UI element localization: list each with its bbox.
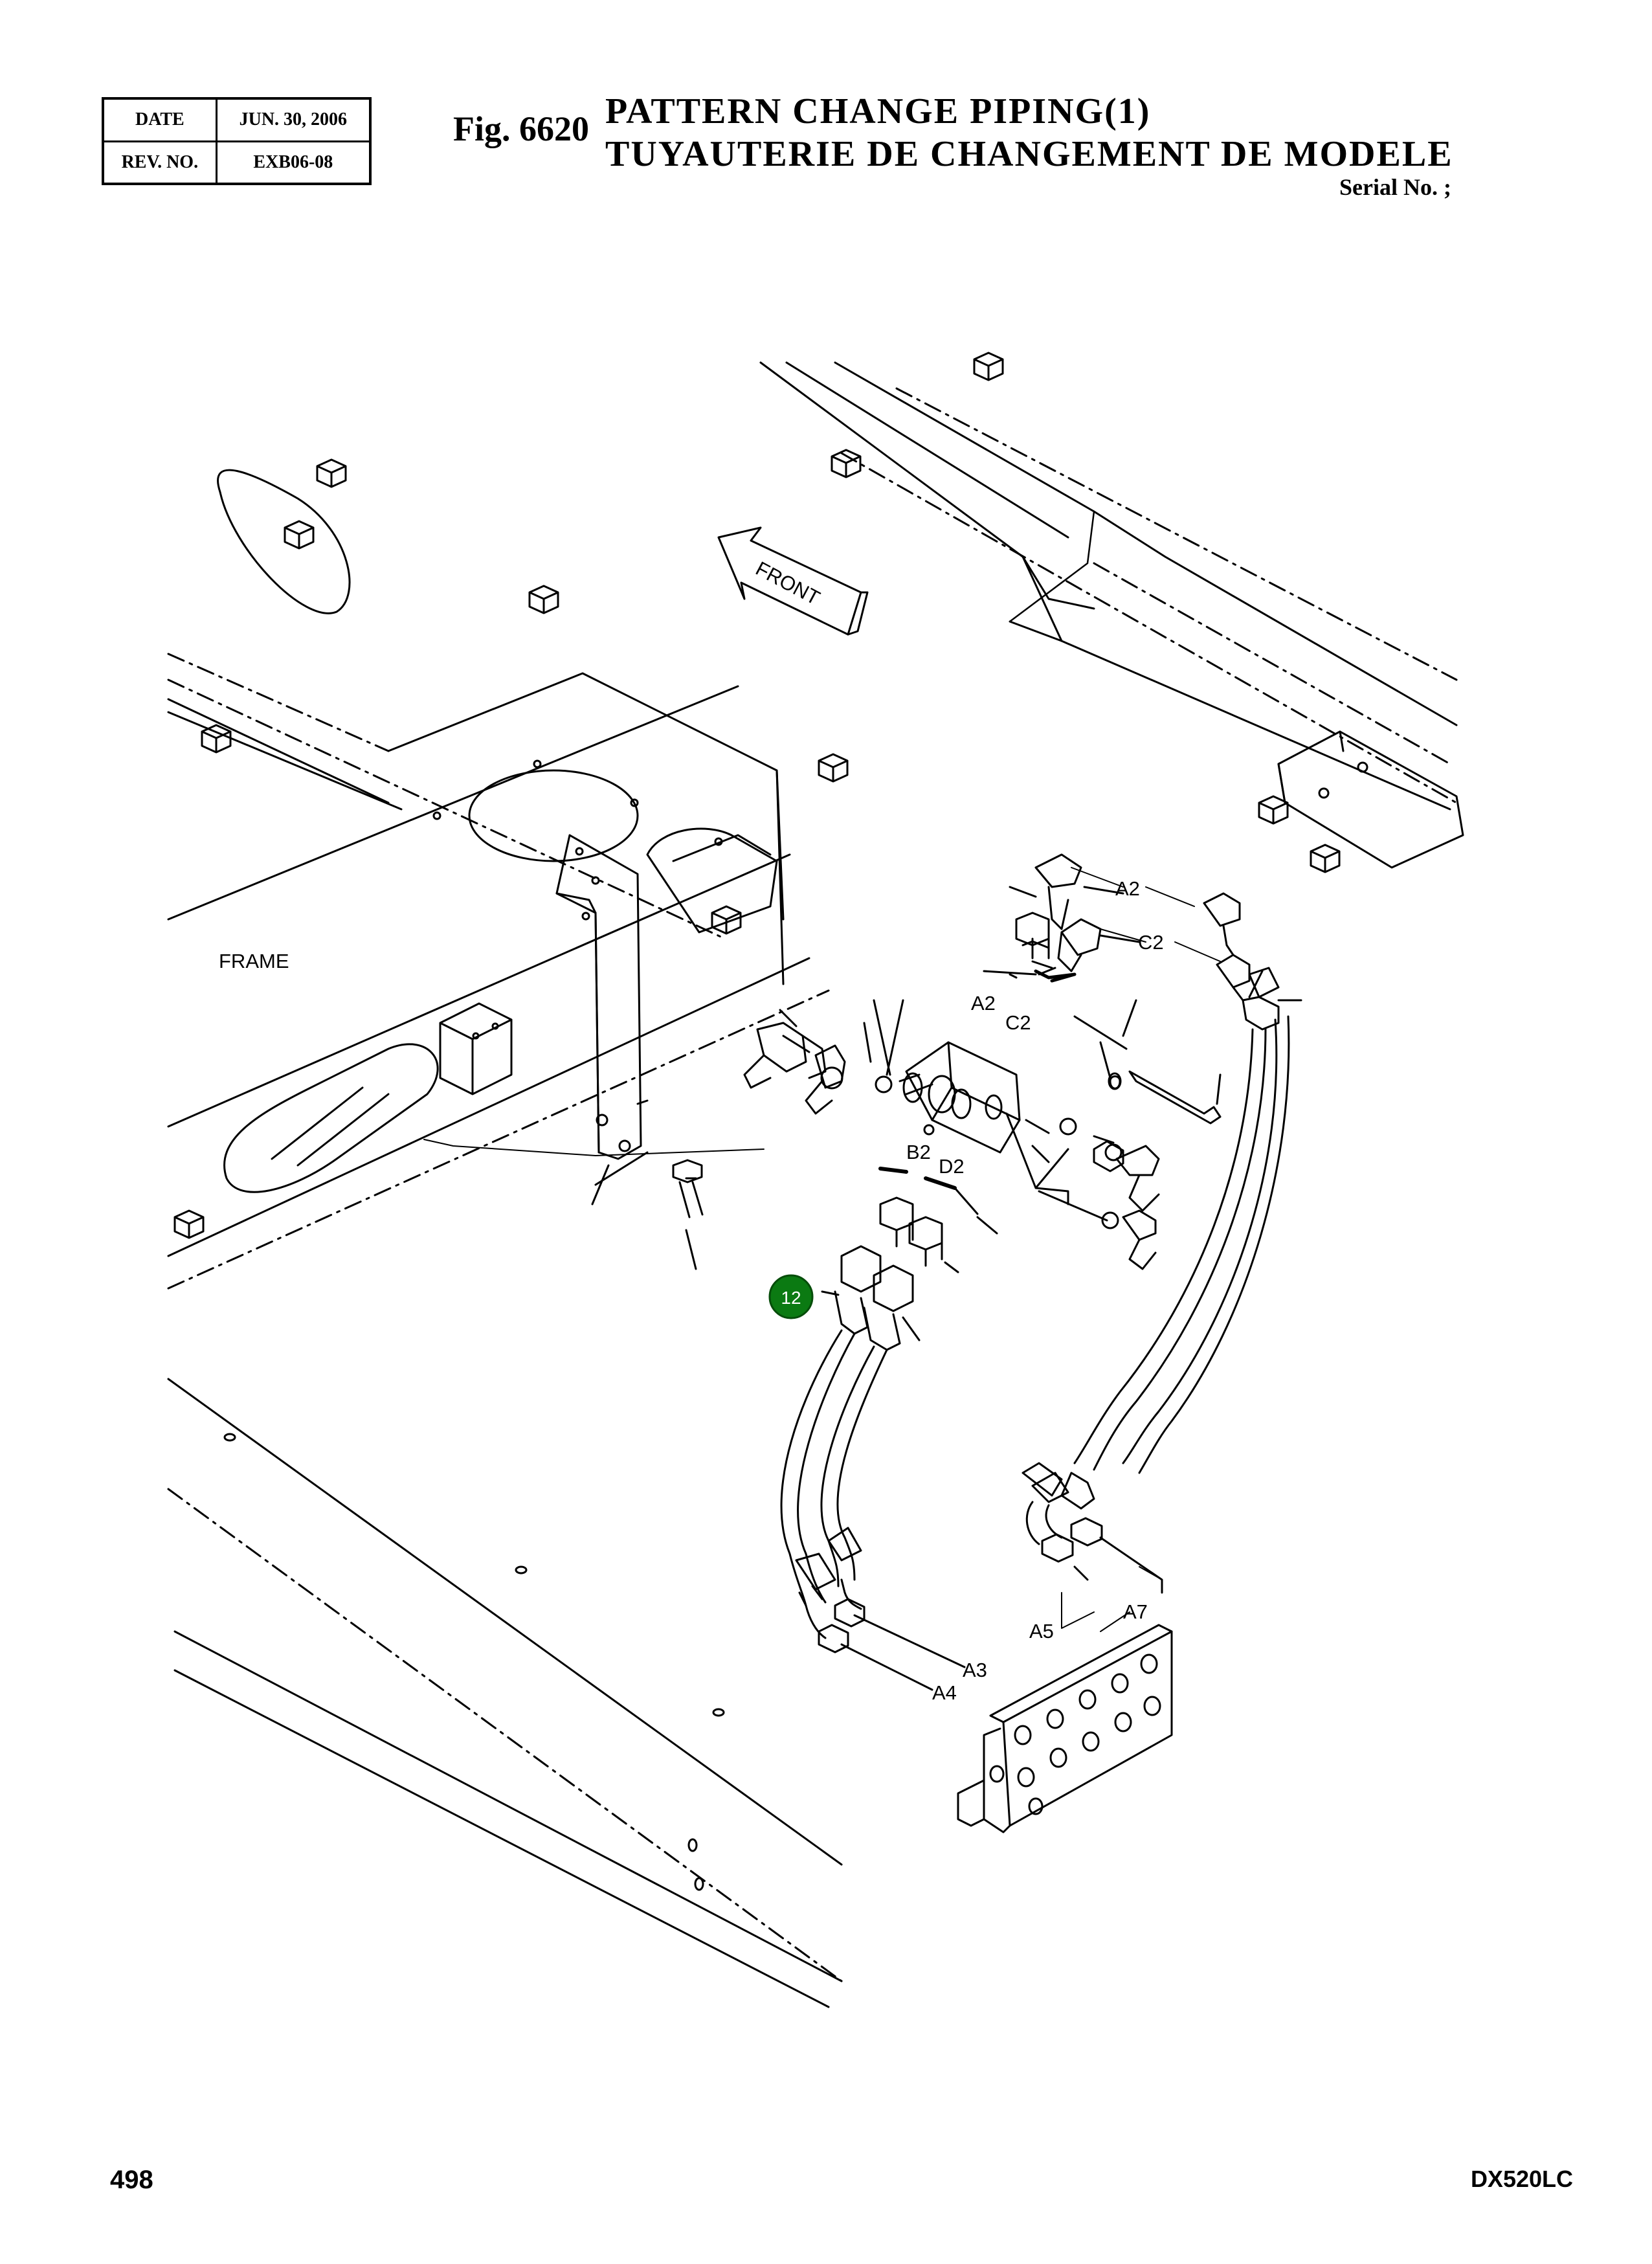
port-label-d2: D2 [939,1155,965,1178]
port-label-a5: A5 [1029,1620,1054,1642]
lower-adapters [878,1167,998,1273]
mounting-bolts [173,352,1341,1239]
upper-structure [759,361,1464,869]
page-number: 498 [110,2166,153,2194]
front-arrow [717,526,869,636]
upper-oval-opening [217,469,351,614]
date-value: JUN. 30, 2006 [215,97,372,142]
callout-12: 12 [768,1274,814,1319]
port-label-a2-top: A2 [1115,877,1140,900]
port-label-a2-block: A2 [971,992,996,1014]
date-label: DATE [102,97,218,142]
port-label-a3: A3 [963,1659,987,1681]
figure-number: Fig. 6620 [453,109,589,148]
left-elbow-fittings [743,999,904,1115]
top-fittings [983,853,1141,983]
callout-12-label: 12 [781,1288,801,1308]
port-label-b2: B2 [906,1141,931,1163]
port-label-c2-top: C2 [1138,931,1164,954]
hose-mounting-plate [957,1624,1173,1833]
port-label-a7: A7 [1123,1600,1148,1623]
title-english: PATTERN CHANGE PIPING(1) [605,91,1151,131]
front-label: FRONT [752,557,824,609]
left-hose-assembly [780,1245,966,1691]
port-label-c2-block: C2 [1005,1011,1031,1034]
pattern-change-valve [899,1041,1021,1154]
leader-lines [1061,867,1221,1632]
right-hose-assembly [1021,892,1302,1594]
right-elbow-fittings [1005,999,1222,1270]
title-french: TUYAUTERIE DE CHANGEMENT DE MODELE [605,134,1453,174]
rev-value: EXB06-08 [215,140,372,185]
rev-label: REV. NO. [102,140,218,185]
port-label-a4: A4 [932,1681,957,1704]
serial-number: Serial No. ; [1339,174,1451,200]
frame-label: FRAME [219,950,289,972]
main-frame [167,653,843,2008]
revision-table: DATE JUN. 30, 2006 REV. NO. EXB06-08 [102,97,372,185]
valve-bracket [423,834,765,1270]
model-number: DX520LC [1470,2166,1573,2192]
